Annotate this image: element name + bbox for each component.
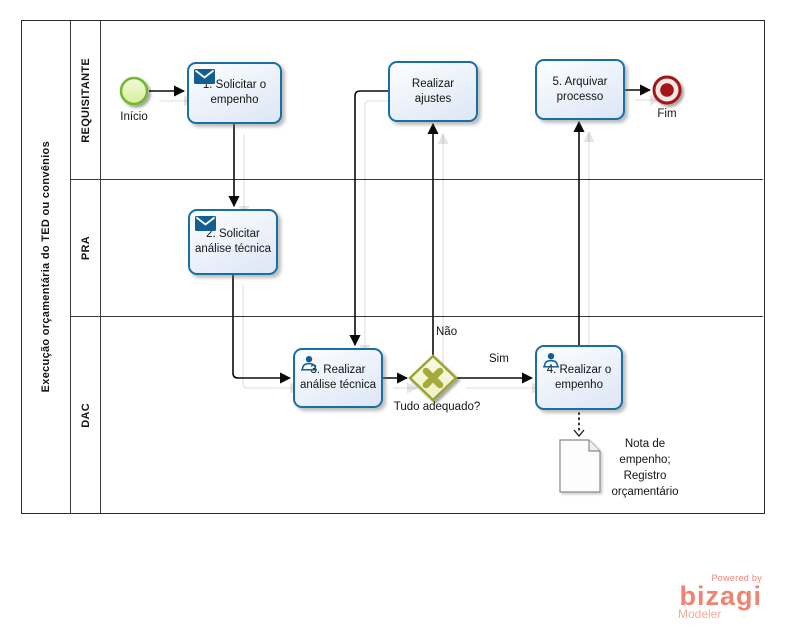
end-event-label: Fim	[657, 108, 677, 120]
task-label: 2. Solicitar análise técnica	[194, 228, 272, 255]
data-object[interactable]	[559, 439, 601, 493]
task-label: 1. Solicitar o empenho	[202, 79, 267, 106]
message-icon	[194, 69, 215, 84]
data-object-label: Nota de empenho; Registro orçamentário	[611, 438, 679, 498]
gateway-label: Tudo adequado?	[393, 401, 481, 413]
task-label: 3. Realizar análise técnica	[299, 364, 377, 391]
flow-ajustes-to-task3	[349, 90, 388, 347]
process-pool: Execução orçamentária do TED ou convênio…	[21, 20, 765, 514]
message-icon	[195, 216, 216, 231]
task-2-solicitar-analise[interactable]: 2. Solicitar análise técnica	[188, 209, 278, 275]
task-1-solicitar-empenho[interactable]: 1. Solicitar o empenho	[187, 62, 282, 124]
task-4-realizar-empenho[interactable]: 4. Realizar o empenho	[535, 345, 623, 410]
task-5-arquivar-processo[interactable]: 5. Arquivar processo	[535, 59, 625, 120]
task-label: 4. Realizar o empenho	[546, 363, 612, 391]
gateway-x-icon	[422, 367, 444, 389]
task-label: Realizar ajustes	[411, 77, 455, 105]
start-event-label: Início	[120, 111, 148, 123]
lane-requisitante: REQUISITANTE	[71, 21, 763, 179]
task-realizar-ajustes[interactable]: Realizar ajustes	[388, 61, 478, 122]
exclusive-gateway[interactable]	[408, 354, 458, 402]
flow-shadows	[159, 94, 662, 394]
folded-corner-icon	[588, 440, 600, 452]
end-event[interactable]	[652, 75, 682, 105]
gateway-branch-sim-label: Sim	[489, 353, 509, 365]
data-association	[573, 412, 585, 438]
powered-by-text: Powered by	[711, 573, 762, 583]
bizagi-logo: Powered by bizagi Modeler	[674, 573, 762, 621]
start-event[interactable]	[119, 76, 149, 106]
sequence-flows	[149, 84, 652, 384]
lane-dac: DAC	[71, 316, 763, 513]
user-icon	[301, 356, 317, 371]
flow-task2-to-task3	[232, 275, 292, 384]
task-label: 5. Arquivar processo	[552, 75, 608, 103]
gateway-branch-nao-label: Não	[436, 326, 458, 338]
task-3-realizar-analise[interactable]: 3. Realizar análise técnica	[293, 348, 383, 408]
lane-pra: PRA	[71, 179, 763, 316]
pool-title-cell: Execução orçamentária do TED ou convênio…	[22, 21, 71, 513]
bizagi-wordmark: bizagi	[679, 581, 762, 611]
modeler-text: Modeler	[678, 607, 722, 621]
user-icon	[543, 353, 559, 368]
